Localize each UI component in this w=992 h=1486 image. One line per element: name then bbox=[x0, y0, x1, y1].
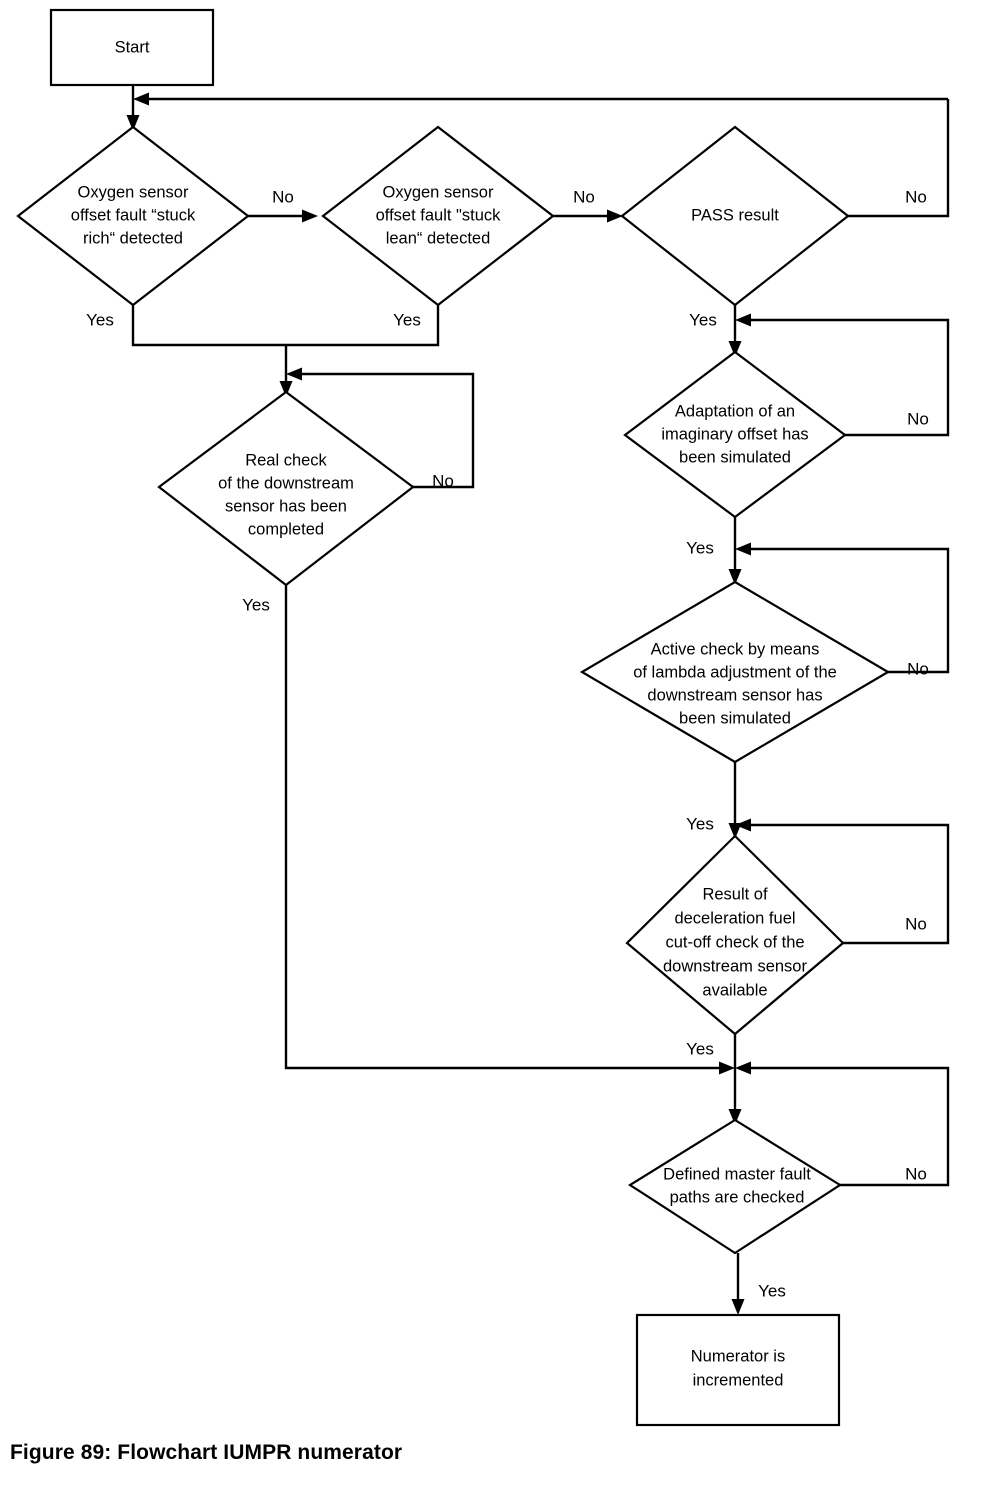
edge-label-lean-yes: Yes bbox=[393, 310, 421, 329]
stuck-lean-diamond[interactable] bbox=[321, 125, 555, 307]
node-real-check[interactable]: Real check of the downstream sensor has … bbox=[157, 390, 415, 587]
fuel-cutoff-line2: deceleration fuel bbox=[674, 909, 795, 927]
stuck-lean-line1: Oxygen sensor bbox=[383, 183, 494, 201]
edge-rich-yes-bus bbox=[131, 305, 286, 347]
edge-adapt-no-loop bbox=[745, 318, 950, 437]
node-stuck-rich[interactable]: Oxygen sensor offset fault “stuck rich“ … bbox=[16, 125, 250, 307]
node-start[interactable]: Start bbox=[49, 8, 215, 87]
active-check-line1: Active check by means bbox=[651, 640, 820, 658]
fuel-cutoff-diamond[interactable] bbox=[625, 834, 845, 1036]
edge-real-no-loop bbox=[296, 372, 475, 489]
arrowhead-active-no-loop bbox=[735, 542, 751, 556]
arrowhead-adapt-yes bbox=[728, 569, 742, 585]
master-fault-line1: Defined master fault bbox=[663, 1165, 811, 1183]
adaptation-diamond[interactable] bbox=[623, 350, 847, 519]
edge-label-real-yes: Yes bbox=[242, 595, 270, 614]
active-check-line3: downstream sensor has bbox=[647, 686, 822, 704]
arrowhead-cutoff-no-loop bbox=[735, 818, 751, 832]
stuck-lean-line3: lean“ detected bbox=[386, 229, 491, 247]
stuck-rich-diamond[interactable] bbox=[16, 125, 250, 307]
real-check-line1: Real check bbox=[245, 451, 327, 469]
real-check-line2: of the downstream bbox=[218, 474, 354, 492]
fuel-cutoff-line1: Result of bbox=[702, 885, 768, 903]
active-check-line4: been simulated bbox=[679, 709, 791, 727]
node-numerator[interactable]: Numerator is incremented bbox=[635, 1313, 841, 1427]
edge-pass-no-loop bbox=[848, 99, 950, 218]
node-fuel-cutoff[interactable]: Result of deceleration fuel cut-off chec… bbox=[625, 834, 845, 1036]
active-check-diamond[interactable] bbox=[579, 580, 891, 764]
arrowhead-adapt-no-loop bbox=[735, 313, 751, 327]
edge-label-adapt-no: No bbox=[907, 409, 929, 428]
edge-label-rich-yes: Yes bbox=[86, 310, 114, 329]
edge-label-cutoff-no: No bbox=[905, 914, 927, 933]
node-master-fault[interactable]: Defined master fault paths are checked bbox=[627, 1118, 843, 1255]
edge-lean-yes-bus bbox=[286, 305, 440, 347]
arrowhead-global-feedback bbox=[133, 92, 149, 106]
stuck-rich-line2: offset fault “stuck bbox=[71, 206, 196, 224]
edge-label-master-yes: Yes bbox=[758, 1281, 786, 1300]
real-check-diamond[interactable] bbox=[157, 390, 415, 587]
pass-result-label: PASS result bbox=[691, 206, 779, 224]
edge-label-lean-no: No bbox=[573, 187, 595, 206]
master-fault-diamond[interactable] bbox=[627, 1118, 843, 1255]
stuck-lean-line2: offset fault "stuck bbox=[376, 206, 502, 224]
arrowhead-start-to-stuck-rich bbox=[126, 115, 140, 131]
edge-active-no-loop bbox=[745, 547, 950, 674]
stuck-rich-line3: rich“ detected bbox=[83, 229, 183, 247]
arrowhead-real-yes-join bbox=[719, 1061, 735, 1075]
edge-label-cutoff-yes: Yes bbox=[686, 1039, 714, 1058]
edge-label-master-no: No bbox=[905, 1164, 927, 1183]
edge-label-pass-no: No bbox=[905, 187, 927, 206]
adaptation-line2: imaginary offset has bbox=[661, 425, 808, 443]
edge-label-layer: No Yes No Yes No Yes No Yes No Yes No Ye… bbox=[86, 187, 929, 1300]
arrowhead-bus-to-real-check bbox=[279, 381, 293, 397]
numerator-line2: incremented bbox=[693, 1371, 784, 1389]
fuel-cutoff-line4: downstream sensor bbox=[663, 957, 807, 975]
edge-cutoff-no-loop bbox=[745, 823, 950, 945]
edge-label-adapt-yes: Yes bbox=[686, 538, 714, 557]
connector-layer bbox=[126, 85, 950, 1315]
real-check-line4: completed bbox=[248, 520, 324, 538]
arrowhead-real-no-loop bbox=[286, 367, 302, 381]
edge-label-active-yes: Yes bbox=[686, 814, 714, 833]
stuck-rich-line1: Oxygen sensor bbox=[78, 183, 189, 201]
fuel-cutoff-line3: cut-off check of the bbox=[665, 933, 804, 951]
edge-label-real-no: No bbox=[432, 471, 454, 490]
arrowhead-pass-yes bbox=[728, 341, 742, 357]
master-fault-line2: paths are checked bbox=[670, 1188, 805, 1206]
numerator-line1: Numerator is bbox=[691, 1347, 785, 1365]
numerator-box[interactable] bbox=[635, 1313, 841, 1427]
node-pass-result[interactable]: PASS result bbox=[620, 125, 850, 307]
edge-master-no-loop bbox=[745, 1066, 950, 1187]
arrowhead-master-yes bbox=[731, 1299, 745, 1315]
edge-label-rich-no: No bbox=[272, 187, 294, 206]
node-adaptation[interactable]: Adaptation of an imaginary offset has be… bbox=[623, 350, 847, 519]
start-box[interactable] bbox=[49, 8, 215, 87]
node-active-check[interactable]: Active check by means of lambda adjustme… bbox=[579, 580, 891, 764]
adaptation-line3: been simulated bbox=[679, 448, 791, 466]
arrowhead-rich-no bbox=[302, 209, 318, 223]
edge-real-yes-long bbox=[284, 585, 725, 1070]
real-check-line3: sensor has been bbox=[225, 497, 347, 515]
start-label: Start bbox=[115, 38, 150, 56]
arrowhead-cutoff-yes bbox=[728, 1109, 742, 1125]
pass-result-diamond[interactable] bbox=[620, 125, 850, 307]
figure-caption: Figure 89: Flowchart IUMPR numerator bbox=[10, 1441, 403, 1464]
fuel-cutoff-line5: available bbox=[702, 981, 767, 999]
arrowhead-lean-no bbox=[607, 209, 623, 223]
edge-label-pass-yes: Yes bbox=[689, 310, 717, 329]
edge-label-active-no: No bbox=[907, 659, 929, 678]
arrowhead-master-no-join bbox=[735, 1061, 751, 1075]
active-check-line2: of lambda adjustment of the bbox=[633, 663, 837, 681]
node-stuck-lean[interactable]: Oxygen sensor offset fault "stuck lean“ … bbox=[321, 125, 555, 307]
arrowhead-active-yes bbox=[728, 823, 742, 839]
adaptation-line1: Adaptation of an bbox=[675, 402, 795, 420]
